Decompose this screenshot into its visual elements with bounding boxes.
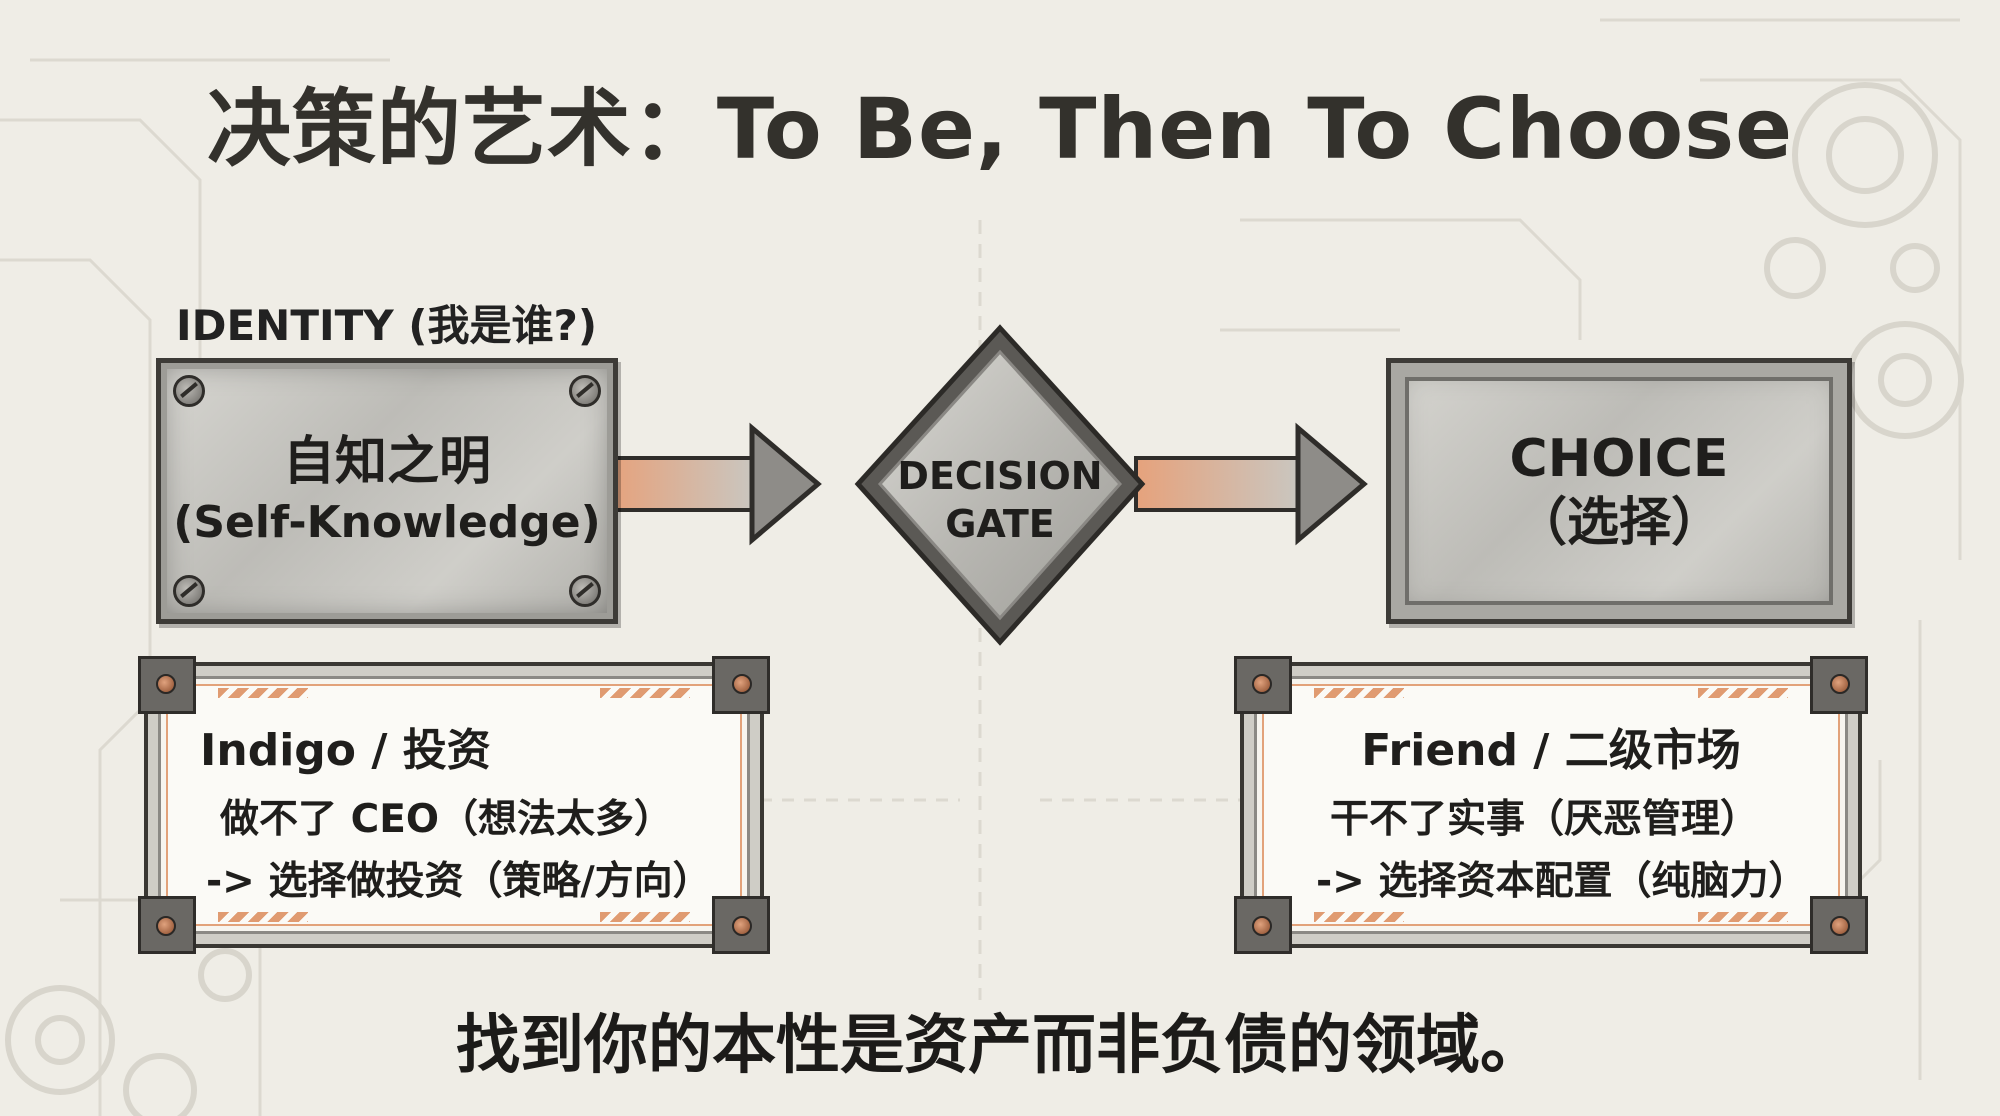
bolt-icon bbox=[732, 916, 752, 936]
page-title: 决策的艺术：To Be, Then To Choose bbox=[206, 80, 1794, 178]
card-title: Indigo / 投资 bbox=[200, 725, 491, 776]
bolt-icon bbox=[156, 916, 176, 936]
screw-icon bbox=[569, 375, 601, 407]
hazard-stripe bbox=[600, 912, 690, 922]
card-line-2: -> 选择做投资（策略/方向） bbox=[206, 859, 712, 904]
bolt-icon bbox=[1830, 916, 1850, 936]
choice-title: CHOICE bbox=[1509, 429, 1729, 489]
self-knowledge-plate: 自知之明 (Self-Knowledge) bbox=[156, 358, 618, 624]
decision-gate-label: DECISION GATE bbox=[850, 452, 1150, 548]
plate-title: 自知之明 bbox=[282, 432, 491, 492]
hazard-stripe bbox=[1698, 688, 1788, 698]
hazard-stripe bbox=[600, 688, 690, 698]
screw-icon bbox=[569, 575, 601, 607]
gear-icon bbox=[5, 82, 1964, 1116]
arrow-identity-to-gate bbox=[608, 422, 822, 546]
arrow-gate-to-choice bbox=[1134, 422, 1368, 546]
card-line-2: -> 选择资本配置（纯脑力） bbox=[1316, 859, 1808, 904]
bolt-icon bbox=[1830, 674, 1850, 694]
card-line-1: 干不了实事（厌恶管理） bbox=[1330, 797, 1760, 842]
bolt-icon bbox=[1252, 916, 1272, 936]
bolt-icon bbox=[1252, 674, 1272, 694]
bolt-icon bbox=[156, 674, 176, 694]
card-title: Friend / 二级市场 bbox=[1361, 725, 1741, 776]
footer-tagline: 找到你的本性是资产而非负债的领域。 bbox=[456, 1009, 1544, 1083]
card-inner-frame bbox=[1262, 684, 1840, 926]
gate-line-1: DECISION bbox=[897, 454, 1103, 498]
hazard-stripe bbox=[1698, 912, 1788, 922]
decision-gate-diamond bbox=[854, 324, 1146, 646]
gate-line-2: GATE bbox=[945, 502, 1055, 546]
example-card-friend: Friend / 二级市场 干不了实事（厌恶管理） -> 选择资本配置（纯脑力） bbox=[1234, 656, 1868, 954]
card-inner-frame bbox=[166, 684, 742, 926]
hazard-stripe bbox=[1314, 688, 1404, 698]
hazard-stripe bbox=[1314, 912, 1404, 922]
hazard-stripe bbox=[218, 688, 308, 698]
example-card-indigo: Indigo / 投资 做不了 CEO（想法太多） -> 选择做投资（策略/方向… bbox=[138, 656, 770, 954]
hazard-stripe bbox=[218, 912, 308, 922]
choice-plate: CHOICE （选择） bbox=[1386, 358, 1852, 624]
choice-subtitle: （选择） bbox=[1514, 493, 1723, 553]
bolt-icon bbox=[732, 674, 752, 694]
screw-icon bbox=[173, 375, 205, 407]
plate-subtitle: (Self-Knowledge) bbox=[173, 497, 601, 548]
card-line-1: 做不了 CEO（想法太多） bbox=[220, 797, 673, 842]
screw-icon bbox=[173, 575, 205, 607]
identity-label: IDENTITY (我是谁?) bbox=[176, 301, 598, 350]
